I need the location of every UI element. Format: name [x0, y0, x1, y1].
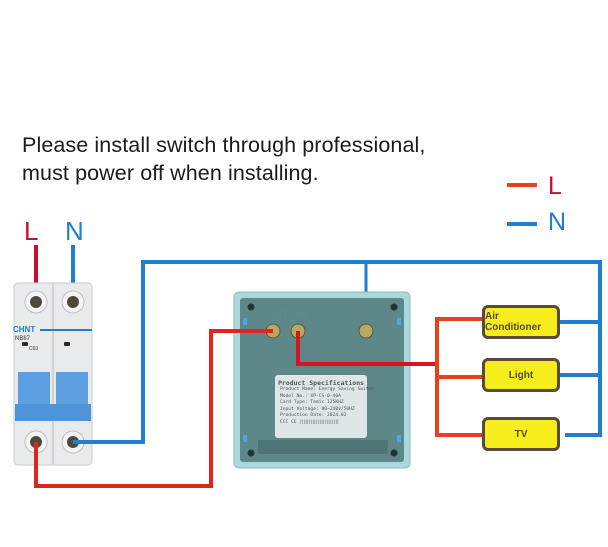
ccc-mark: CCC — [280, 419, 289, 425]
breaker-model: NB87 — [15, 336, 31, 342]
breaker-terminal-live-in — [30, 296, 42, 308]
circuit-breaker — [13, 282, 93, 466]
spec-title: Product Specifications — [277, 379, 365, 387]
ce-mark: CE — [291, 419, 297, 425]
neutral-main-wire — [73, 260, 602, 444]
switch-terminal-neutral — [358, 323, 374, 339]
spec-label: Product Specifications Product Name: Ene… — [275, 375, 375, 438]
breaker-terminal-neutral-in — [67, 296, 79, 308]
warning-line-2: must power off when installing. — [22, 161, 319, 185]
spec-row: Production Date: 2024.03 — [280, 413, 347, 419]
spec-row: Input Voltage: 80~240V/50HZ — [280, 406, 355, 412]
barcode: |||||||||||||||||||||| — [299, 419, 339, 425]
switch-terminal-marking: COUT LIN — [262, 310, 308, 319]
certification-marks: CCC CE |||||||||||||||||||||| — [280, 420, 367, 427]
breaker-neutral-label: N — [65, 216, 84, 246]
breaker-curve: C63 — [29, 346, 39, 352]
legend-neutral-label: N — [548, 208, 567, 236]
live-output-wire — [296, 331, 437, 366]
breaker-live-label: L — [24, 216, 39, 246]
legend-live-label: L — [548, 172, 562, 200]
breaker-brand: CHNT — [13, 325, 36, 334]
load-air-conditioner: Air Conditioner — [482, 305, 560, 339]
live-input-wire — [34, 329, 273, 488]
load-light: Light — [482, 358, 560, 392]
spec-row: Product Name: Energy Saving Switch — [280, 387, 375, 392]
spec-row: Model No.: XP-CS-0-40A — [280, 393, 341, 399]
installation-warning: Please install switch through profession… — [22, 131, 425, 187]
spec-row: Card Type: Temic 125KHZ — [280, 400, 344, 406]
load-tv: TV — [482, 417, 560, 451]
warning-line-1: Please install switch through profession… — [22, 133, 426, 157]
